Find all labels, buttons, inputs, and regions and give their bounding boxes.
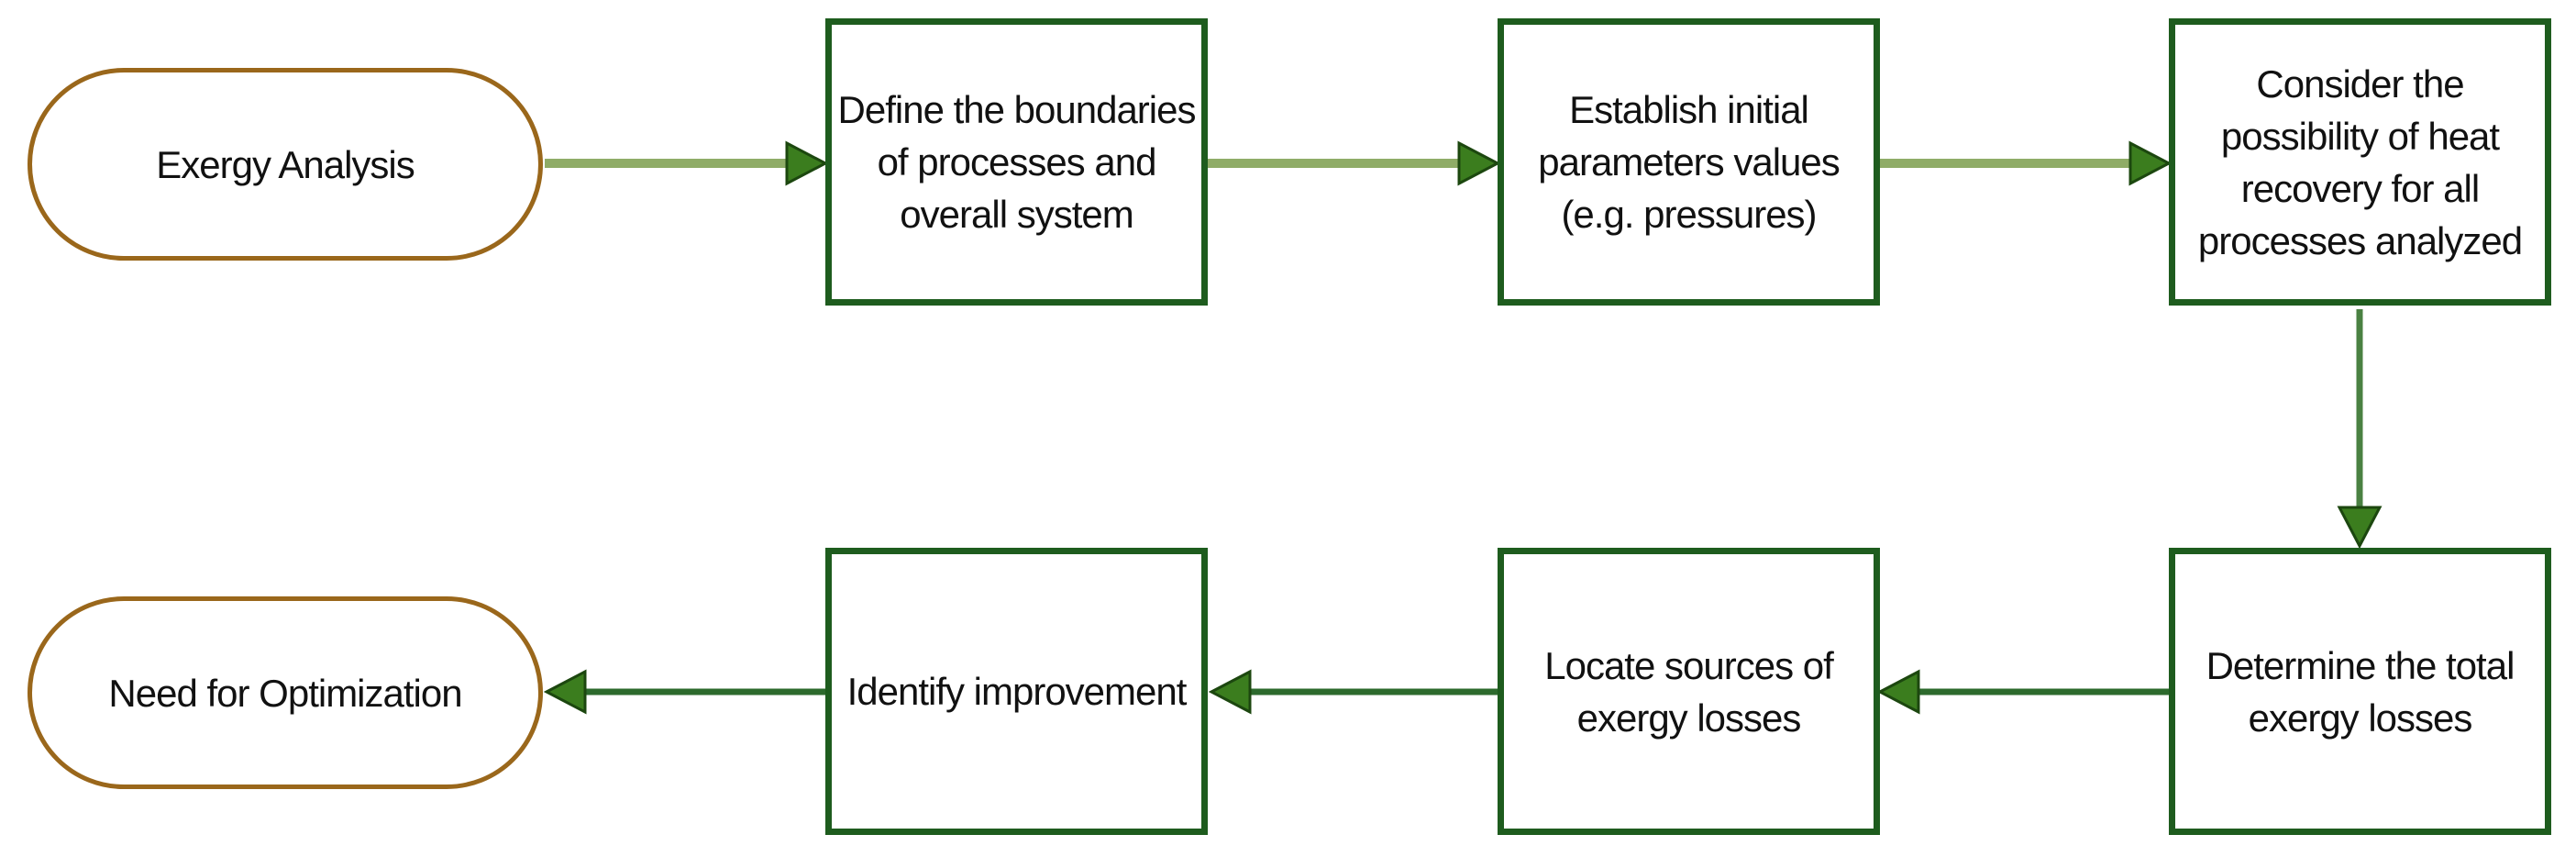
node-label: Establish initial parameters values (e.g… [1538, 88, 1841, 236]
process-define-boundaries: Define the boundaries of processes and o… [825, 18, 1208, 306]
arrowhead-left-icon [543, 669, 587, 715]
process-total-exergy-losses: Determine the total exergy losses [2169, 548, 2551, 835]
arrowhead-right-icon [2128, 140, 2172, 186]
arrowhead-left-icon [1876, 669, 1920, 715]
arrowhead-left-icon [1208, 669, 1252, 715]
node-label: Need for Optimization [108, 671, 462, 715]
node-label: Consider the possibility of heat recover… [2197, 61, 2523, 262]
process-establish-parameters: Establish initial parameters values (e.g… [1498, 18, 1880, 306]
node-label: Determine the total exergy losses [2206, 643, 2515, 740]
terminal-exergy-analysis: Exergy Analysis [28, 68, 543, 261]
node-label: Exergy Analysis [156, 142, 415, 186]
node-label: Locate sources of exergy losses [1544, 643, 1834, 740]
connector-identify-improvement-to-end [543, 669, 825, 715]
connector-total-losses-to-locate-sources [1876, 669, 2169, 715]
connector-locate-sources-to-identify-improvement [1208, 669, 1498, 715]
connector-define-boundaries-to-establish-parameters [1208, 140, 1501, 186]
arrowhead-down-icon [2337, 506, 2383, 550]
process-locate-sources: Locate sources of exergy losses [1498, 548, 1880, 835]
terminal-need-for-optimization: Need for Optimization [28, 596, 543, 789]
arrowhead-right-icon [785, 140, 829, 186]
connector-establish-parameters-to-heat-recovery [1880, 140, 2172, 186]
arrowhead-right-icon [1457, 140, 1501, 186]
node-label: Define the boundaries of processes and o… [837, 88, 1197, 236]
connector-heat-recovery-to-total-losses [2337, 309, 2383, 550]
connector-start-to-define-boundaries [545, 140, 829, 186]
node-label: Identify improvement [846, 670, 1188, 713]
process-identify-improvement: Identify improvement [825, 548, 1208, 835]
process-heat-recovery: Consider the possibility of heat recover… [2169, 18, 2551, 306]
